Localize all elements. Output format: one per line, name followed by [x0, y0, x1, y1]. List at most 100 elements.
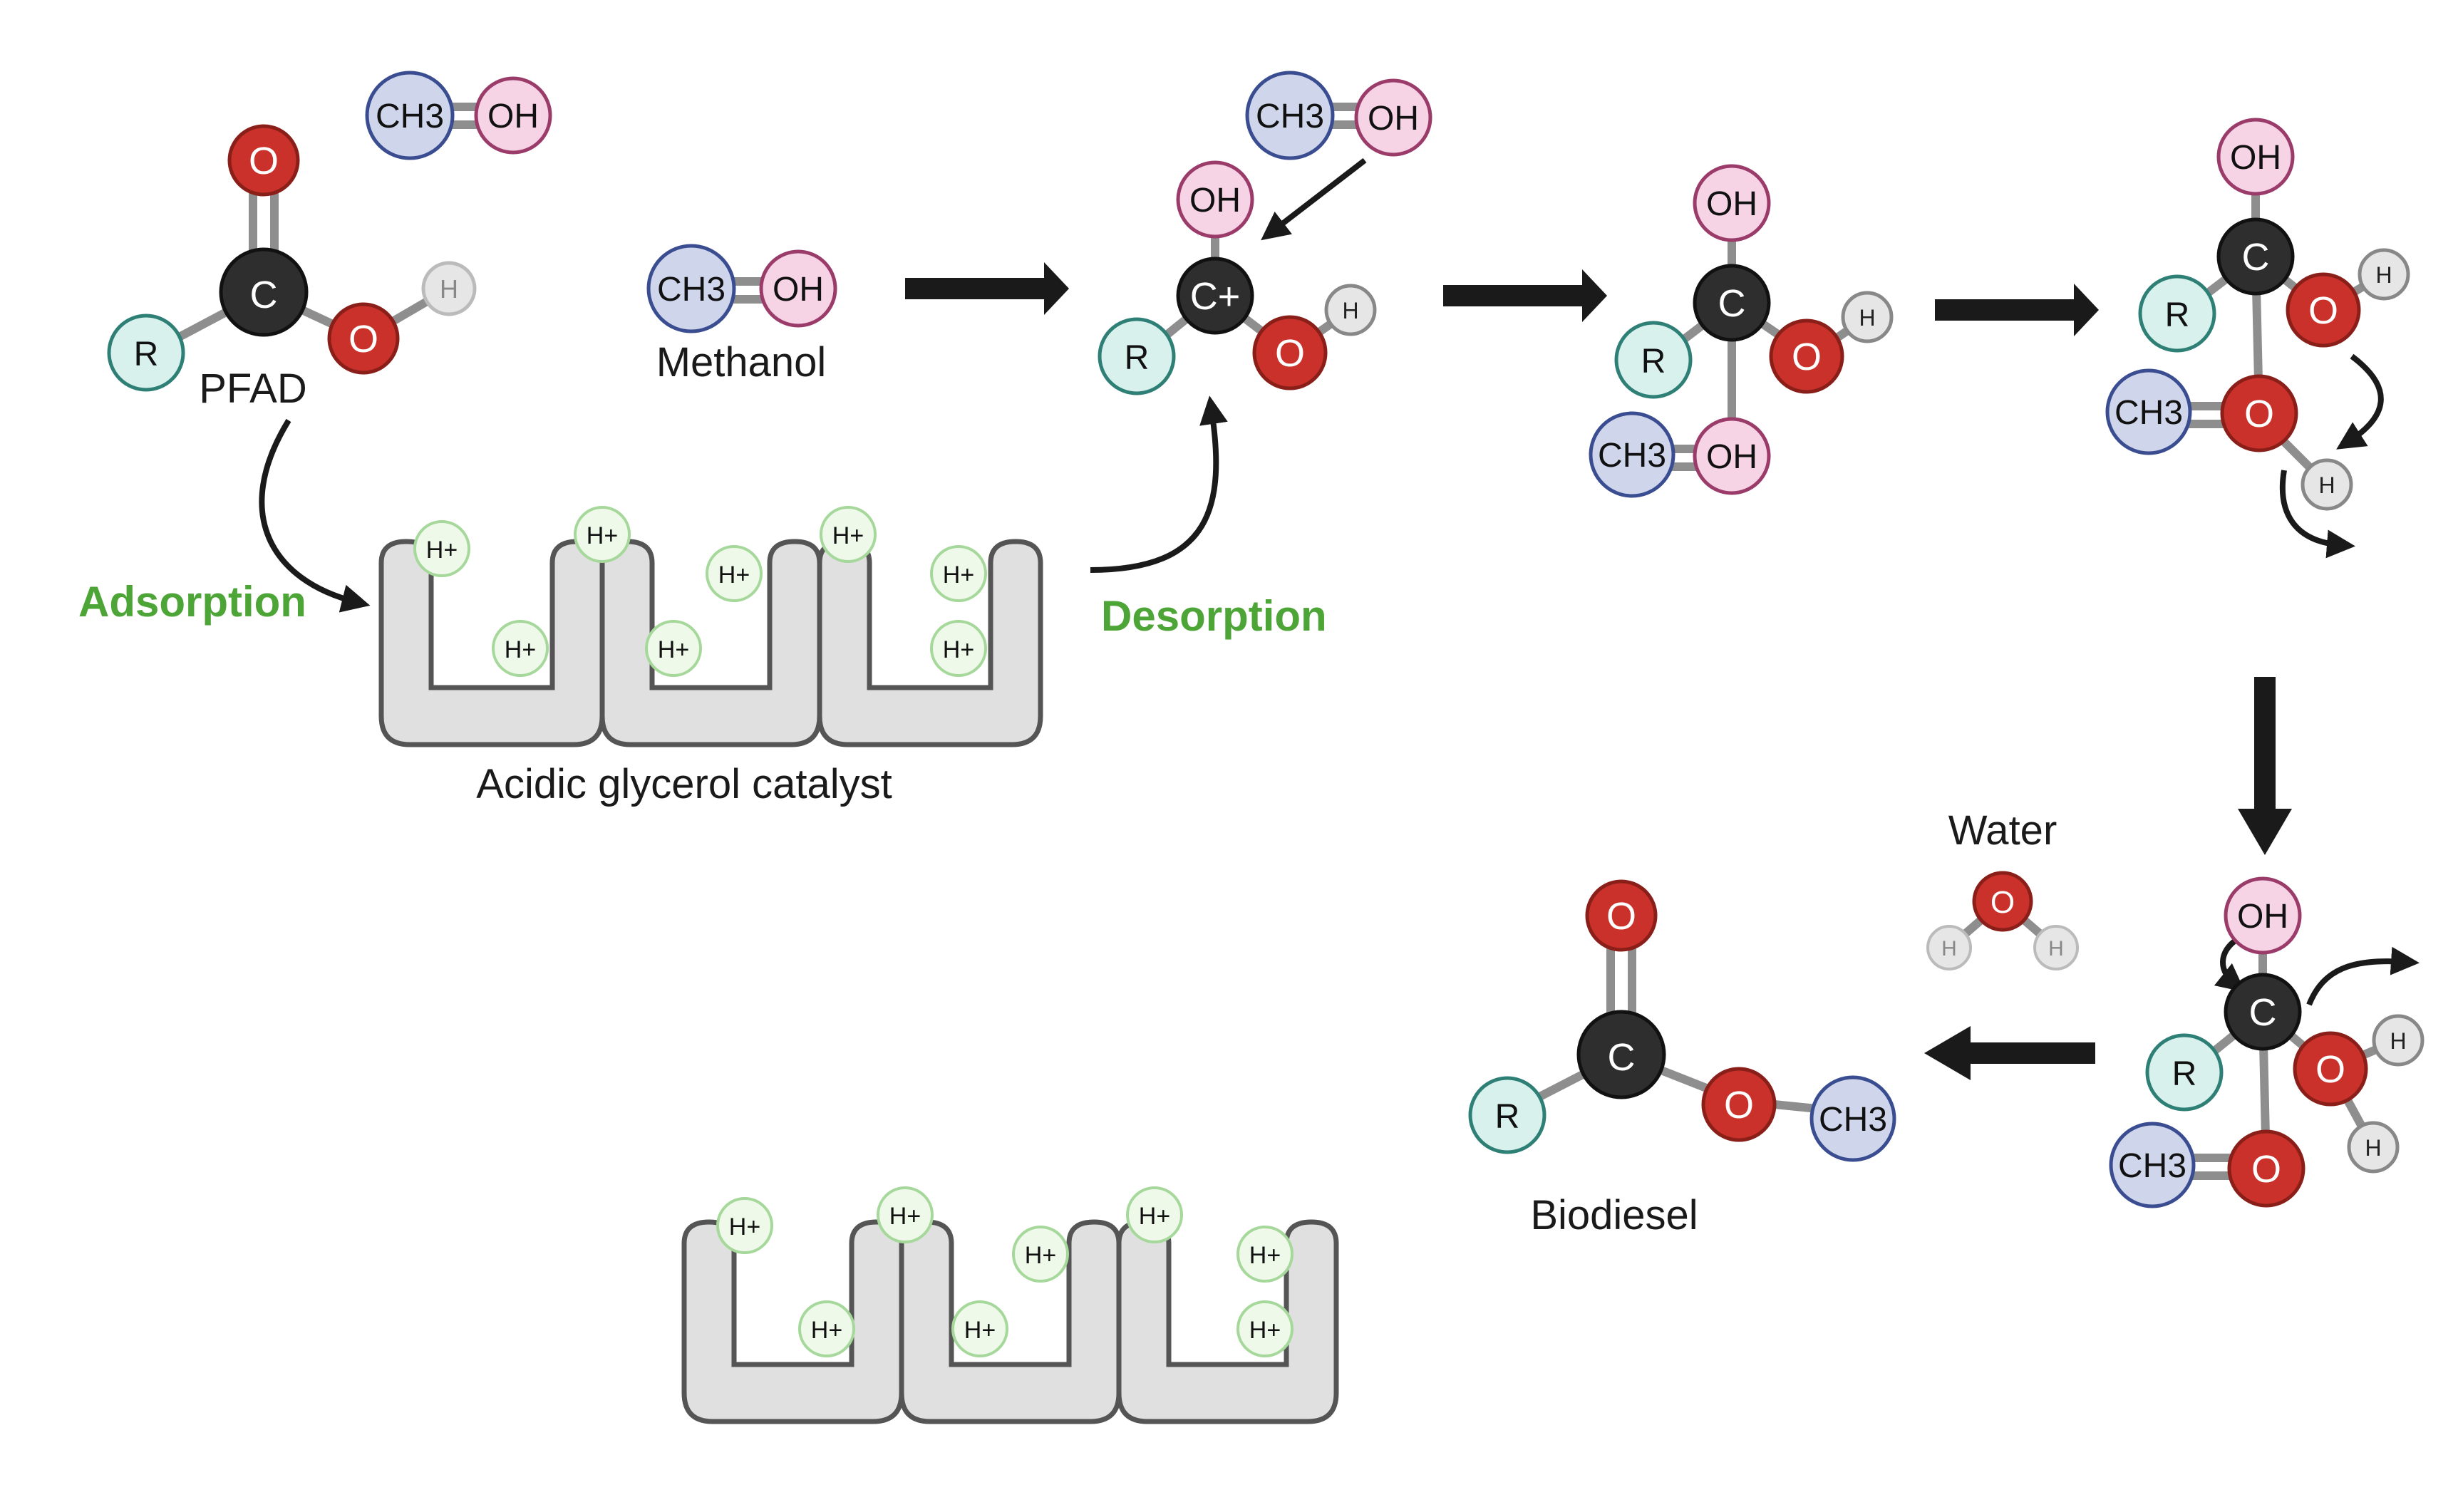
svg-text:H+: H+	[943, 561, 974, 589]
arrow-down	[2238, 677, 2292, 855]
svg-text:H+: H+	[943, 636, 974, 663]
carbocation: C+	[1176, 257, 1254, 335]
r-group: R	[2145, 1033, 2224, 1112]
svg-text:H+: H+	[832, 522, 864, 549]
pfad-molecule: O C R O H	[107, 124, 477, 392]
svg-text:H+: H+	[889, 1203, 921, 1230]
svg-text:OH: OH	[2237, 898, 2288, 936]
svg-text:OH: OH	[1706, 438, 1757, 476]
svg-text:OH: OH	[487, 98, 539, 135]
svg-text:O: O	[348, 318, 378, 361]
svg-text:H+: H+	[1139, 1203, 1170, 1230]
carbonyl-oxygen: O	[1585, 879, 1658, 952]
water-molecule: O H H	[1926, 871, 2079, 970]
svg-text:R: R	[1495, 1098, 1520, 1136]
svg-text:OH: OH	[773, 271, 824, 309]
svg-text:C: C	[2249, 991, 2277, 1034]
methanol-molecule: CH3 OH	[646, 244, 837, 333]
svg-text:H: H	[1859, 305, 1875, 331]
svg-text:H+: H+	[1249, 1317, 1281, 1344]
methyl-group: CH3	[646, 244, 736, 333]
svg-text:H+: H+	[587, 522, 618, 549]
r-group: R	[1468, 1076, 1547, 1154]
svg-text:C: C	[1608, 1036, 1636, 1079]
methanol-molecule-top: CH3 OH	[365, 71, 552, 160]
carbon: C	[1693, 264, 1771, 342]
protons-bottom: H+ H+ H+ H+ H+ H+ H+ H+	[716, 1186, 1294, 1357]
r-group: R	[1614, 321, 1693, 399]
oxygen: O	[2286, 272, 2361, 348]
svg-text:O: O	[2308, 289, 2338, 332]
svg-text:O: O	[1606, 895, 1636, 938]
proton-10: H+	[877, 1186, 934, 1243]
tetrahedral-intermediate-3: OH C R O H H CH3 O	[2109, 876, 2425, 1208]
hydroxyl-group: OH	[759, 249, 837, 328]
adsorption-curve-arrow	[259, 418, 371, 613]
methyl-group: CH3	[1809, 1075, 1896, 1162]
svg-text:H: H	[2390, 1028, 2406, 1054]
svg-text:O: O	[2315, 1048, 2345, 1091]
arrow-right-1	[905, 262, 1069, 315]
carbon: C	[2224, 973, 2302, 1051]
pfad-label: PFAD	[199, 366, 307, 412]
methanol-label: Methanol	[656, 339, 827, 385]
svg-text:H+: H+	[1025, 1242, 1056, 1269]
svg-text:OH: OH	[1368, 100, 1419, 138]
arrow-left	[1924, 1026, 2095, 1080]
proton-5: H+	[930, 545, 987, 602]
methyl-group: CH3	[1589, 411, 1675, 498]
hydroxyl-group-2: OH	[1693, 417, 1771, 495]
proton-15: H+	[951, 1300, 1008, 1357]
svg-text:H+: H+	[658, 636, 689, 663]
r-group: R	[1098, 317, 1176, 395]
hydrogen-2: H	[2301, 458, 2353, 511]
protons-top: H+ H+ H+ H+ H+ H+ H+ H+	[413, 506, 987, 677]
pfad-carbonyl-oxygen: O	[227, 124, 300, 197]
hydrogen: H	[1841, 291, 1894, 343]
proton-14: H+	[798, 1300, 855, 1357]
methanol-molecule-attacking: CH3 OH	[1245, 71, 1432, 160]
hydrogen-2: H	[2347, 1121, 2400, 1174]
ether-oxygen: O	[2227, 1129, 2305, 1208]
svg-text:H+: H+	[811, 1317, 842, 1344]
tetrahedral-intermediate-1: OH C R O H CH3 OH	[1589, 164, 1894, 498]
pfad-r-group: R	[107, 314, 185, 392]
svg-text:H: H	[1941, 937, 1957, 960]
pfad-carbon: C	[219, 247, 309, 337]
proton-6: H+	[492, 620, 549, 677]
methyl-group: CH3	[2109, 1122, 2196, 1208]
svg-text:H: H	[2048, 937, 2064, 960]
hydrogen: H	[2358, 248, 2410, 301]
hydrogen: H	[2372, 1014, 2425, 1067]
pfad-hydrogen: H	[421, 261, 477, 316]
ester-oxygen: O	[1701, 1067, 1777, 1142]
proton-8: H+	[930, 620, 987, 677]
hydroxyl-group: OH	[2224, 876, 2302, 955]
electron-arrow-4	[2306, 946, 2420, 1006]
svg-text:CH3: CH3	[2118, 1147, 2186, 1185]
methyl-group: CH3	[2105, 368, 2192, 455]
svg-text:O: O	[249, 140, 279, 182]
svg-text:H+: H+	[718, 561, 750, 589]
svg-text:O: O	[1724, 1084, 1754, 1127]
methyl-group: CH3	[365, 71, 455, 160]
hydroxyl-group: OH	[1176, 160, 1254, 239]
arrow-right-3	[1935, 284, 2099, 336]
hydrogen: H	[1324, 284, 1377, 336]
methyl-group: CH3	[1245, 71, 1335, 160]
svg-text:C+: C+	[1190, 275, 1241, 318]
carbon: C	[1576, 1010, 1666, 1099]
svg-text:H+: H+	[505, 636, 536, 663]
svg-text:H: H	[2365, 1135, 2381, 1161]
svg-text:H+: H+	[426, 537, 458, 564]
svg-text:OH: OH	[2230, 139, 2281, 177]
svg-text:R: R	[1641, 343, 1666, 380]
electron-arrow-1	[2336, 353, 2384, 450]
proton-11: H+	[1126, 1186, 1183, 1243]
water-label: Water	[1948, 807, 2057, 854]
carbon: C	[2216, 217, 2295, 296]
svg-text:H: H	[1342, 298, 1358, 323]
svg-text:H: H	[440, 274, 458, 304]
catalyst-label: Acidic glycerol catalyst	[476, 761, 892, 807]
